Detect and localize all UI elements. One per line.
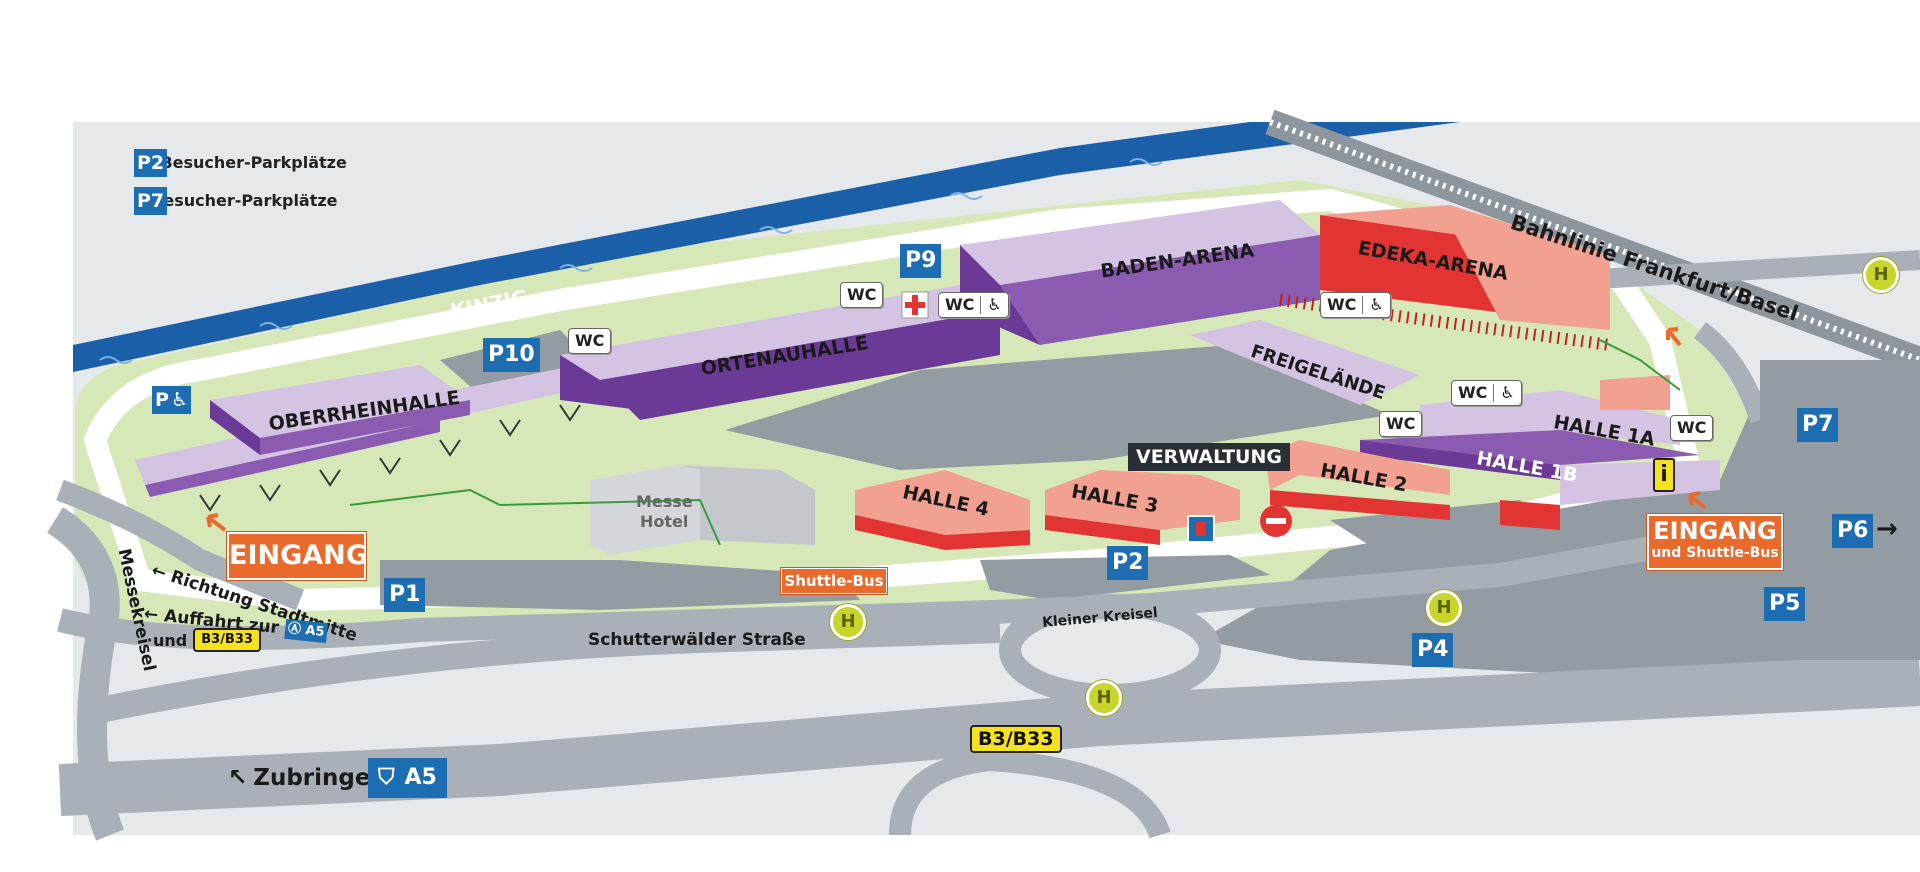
a5-small-text: A5 <box>304 622 326 640</box>
parking-disabled-badge: P♿ <box>152 386 191 414</box>
wheelchair-icon: ♿ <box>1369 295 1384 314</box>
messe-hotel-label-1: Messe <box>636 492 693 511</box>
parking-disabled-letter: P <box>155 389 169 411</box>
zubringer-label: ↖Zubringer <box>228 765 382 791</box>
parking-area-central <box>725 345 1390 470</box>
parking-p7-badge: P7 <box>1797 408 1839 442</box>
bus-stop-icon-2: H <box>830 604 866 640</box>
p6-arrow-icon: → <box>1876 514 1898 544</box>
entrance-arrow-icon-northeast <box>1666 327 1682 347</box>
auffahrt-und-label: und B3/B33 <box>153 628 261 652</box>
zubringer-text: Zubringer <box>253 765 382 791</box>
bus-stop-icon-3: H <box>1426 590 1462 626</box>
wc-label: WC <box>1677 418 1707 437</box>
east-entrance-line-2: und Shuttle-Bus <box>1651 545 1779 561</box>
wc-sign-2: WC <box>568 328 612 354</box>
no-entry-sign-icon <box>1260 505 1292 537</box>
und-text: und <box>153 630 188 650</box>
parking-p9-badge: P9 <box>900 244 942 278</box>
atm-icon <box>1187 515 1215 543</box>
wc-label: WC <box>575 331 605 350</box>
wc-label: WC <box>1458 383 1488 402</box>
road-link-west <box>97 617 1001 723</box>
wc-accessible-sign-3: WC ♿ <box>1451 380 1522 406</box>
parking-p4-badge: P4 <box>1412 633 1454 667</box>
east-entrance-label: EINGANG und Shuttle-Bus <box>1647 514 1783 570</box>
wc-sign-1: WC <box>840 282 884 308</box>
legend-text-1: Besucher-Parkplätze <box>160 153 347 172</box>
halle-4-building <box>855 470 1030 550</box>
first-aid-icon <box>901 291 929 319</box>
parking-p5-badge: P5 <box>1764 587 1806 621</box>
west-ramp <box>56 479 305 611</box>
green-footpath-line <box>349 488 721 546</box>
wc-sign-4: WC <box>1670 415 1714 441</box>
up-left-arrow-icon: ↖ <box>228 765 248 791</box>
legend-p7-badge: P7 <box>134 186 168 215</box>
river-waves <box>99 134 1333 364</box>
messe-hotel-label-2: Hotel <box>640 512 689 531</box>
south-loop <box>889 748 1171 839</box>
a5-text: A5 <box>404 765 437 790</box>
left-arrow-icon: ← <box>142 604 160 626</box>
entrance-arrow-icon-east <box>1688 491 1707 510</box>
freigelaende-area <box>1190 320 1420 405</box>
bus-stop-icon-4: H <box>1086 680 1122 716</box>
wc-label: WC <box>1327 295 1357 314</box>
wheelchair-icon: ♿ <box>987 295 1002 314</box>
schutterwaelder-strasse-label: Schutterwälder Straße <box>588 630 806 650</box>
wheelchair-icon: ♿ <box>170 389 188 411</box>
parking-p6-badge: P6 <box>1832 514 1874 548</box>
legend-text-2: Besucher-Parkplätze <box>151 191 338 210</box>
shuttle-bus-label: Shuttle-Bus <box>781 568 887 594</box>
wc-label: WC <box>945 295 975 314</box>
parking-p10-badge: P10 <box>483 338 540 372</box>
motorway-icon: ⛉ <box>378 765 395 790</box>
bus-stop-icon-1: H <box>1863 257 1899 293</box>
legend-p2-badge: P2 <box>134 148 168 177</box>
parking-area-p1 <box>380 560 860 610</box>
a5-motorway-badge: ⛉ A5 <box>368 758 447 798</box>
east-entrance-line-1: EINGANG <box>1653 517 1777 545</box>
messekreisel-road <box>46 507 125 841</box>
info-icon: i <box>1653 458 1675 492</box>
legend-row-p4-p7: P4 - P7 Besucher-Parkplätze <box>134 186 338 215</box>
a5-small-badge: Ⓐ A5 <box>283 618 329 644</box>
halle-1-building <box>1360 375 1720 505</box>
wc-label: WC <box>1386 414 1416 433</box>
b3-b33-small-badge: B3/B33 <box>193 628 261 652</box>
wc-accessible-sign-1: WC ♿ <box>938 292 1009 318</box>
wc-sign-3: WC <box>1379 411 1423 437</box>
rail-side-road <box>1579 250 1920 290</box>
verwaltung-label: VERWALTUNG <box>1128 443 1290 471</box>
halle-2-building <box>1265 440 1560 530</box>
footpath <box>83 188 1704 612</box>
parking-p2-badge: P2 <box>1107 546 1149 580</box>
wc-label: WC <box>847 285 877 304</box>
east-road <box>1693 322 1770 424</box>
entrance-arrow-icon-main <box>206 513 227 532</box>
legend-row-p1-p2: P1 + P2 Besucher-Parkplätze <box>134 148 347 177</box>
main-entrance-label: EINGANG <box>227 532 368 580</box>
wheelchair-icon: ♿ <box>1500 383 1515 402</box>
b3-b33-road <box>58 654 1920 816</box>
ortenauhalle-building <box>560 285 1000 420</box>
b3-b33-road-badge: B3/B33 <box>970 725 1062 753</box>
messe-hotel-building <box>590 465 815 555</box>
railway-rails <box>1268 119 1920 363</box>
green-footpath-line-east <box>1599 339 1681 391</box>
wc-accessible-sign-2: WC ♿ <box>1320 292 1391 318</box>
parking-p1-badge: P1 <box>384 578 426 612</box>
